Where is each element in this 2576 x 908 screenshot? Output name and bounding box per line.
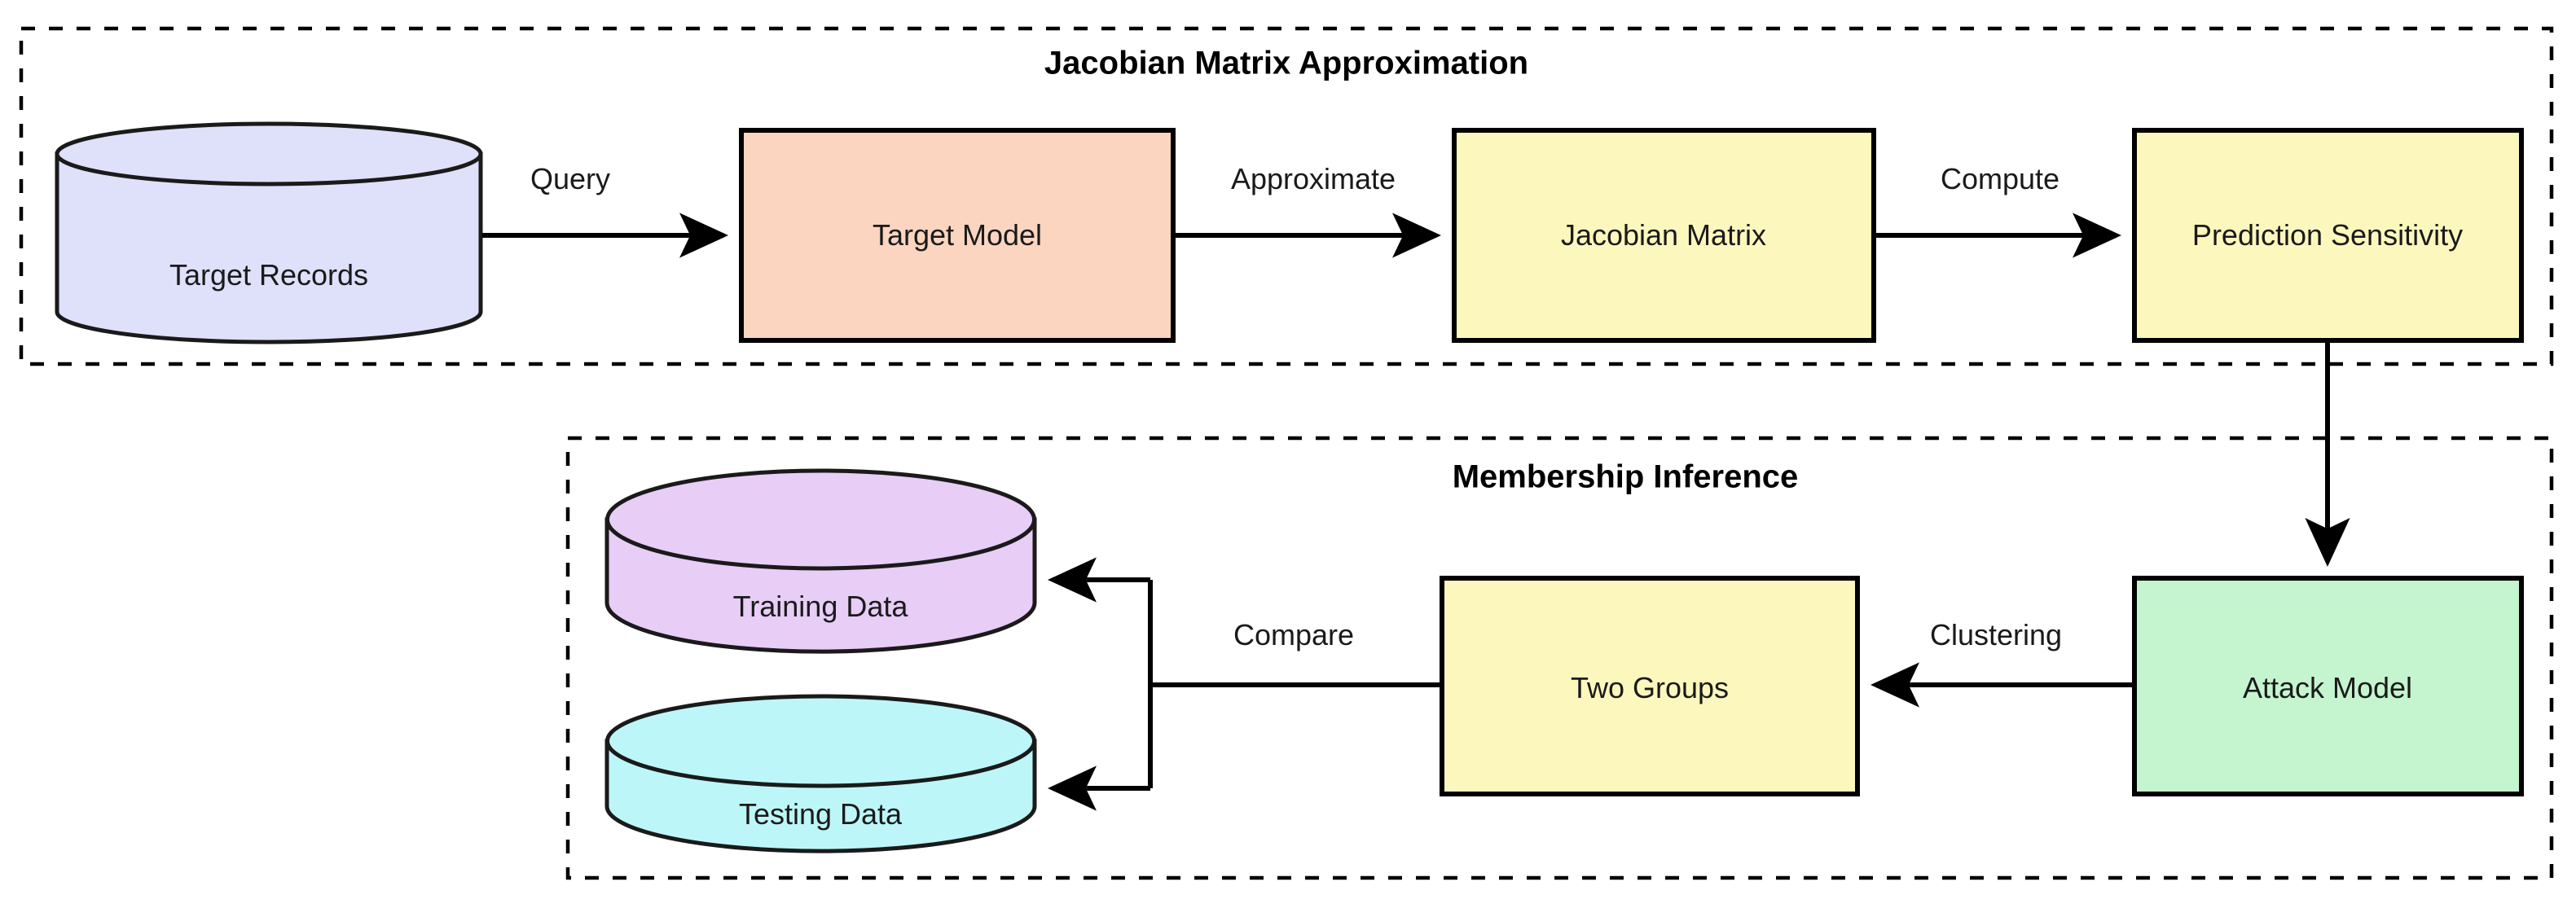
node-jacobian-matrix[interactable] [1452, 128, 1876, 343]
edge-label-compare: Compare [1233, 618, 1355, 651]
node-two-groups[interactable] [1440, 576, 1860, 796]
node-training-data[interactable] [604, 468, 1037, 654]
edge-label-approximate: Approximate [1230, 162, 1396, 195]
node-prediction-sensitivity[interactable] [2132, 128, 2524, 343]
group-box-membership-inference [565, 436, 2554, 880]
edge-label-clustering: Clustering [1929, 618, 2063, 651]
group-title-jacobian-matrix-approximation: Jacobian Matrix Approximation [1044, 45, 1529, 81]
edge-label-query: Query [530, 162, 611, 195]
group-box-jacobian-matrix-approximation [19, 26, 2554, 366]
edge-label-compute: Compute [1940, 162, 2060, 195]
node-attack-model[interactable] [2132, 576, 2524, 796]
node-target-records[interactable] [55, 121, 483, 344]
group-title-membership-inference: Membership Inference [1452, 458, 1799, 495]
node-testing-data[interactable] [604, 694, 1037, 853]
node-target-model[interactable] [739, 128, 1176, 343]
